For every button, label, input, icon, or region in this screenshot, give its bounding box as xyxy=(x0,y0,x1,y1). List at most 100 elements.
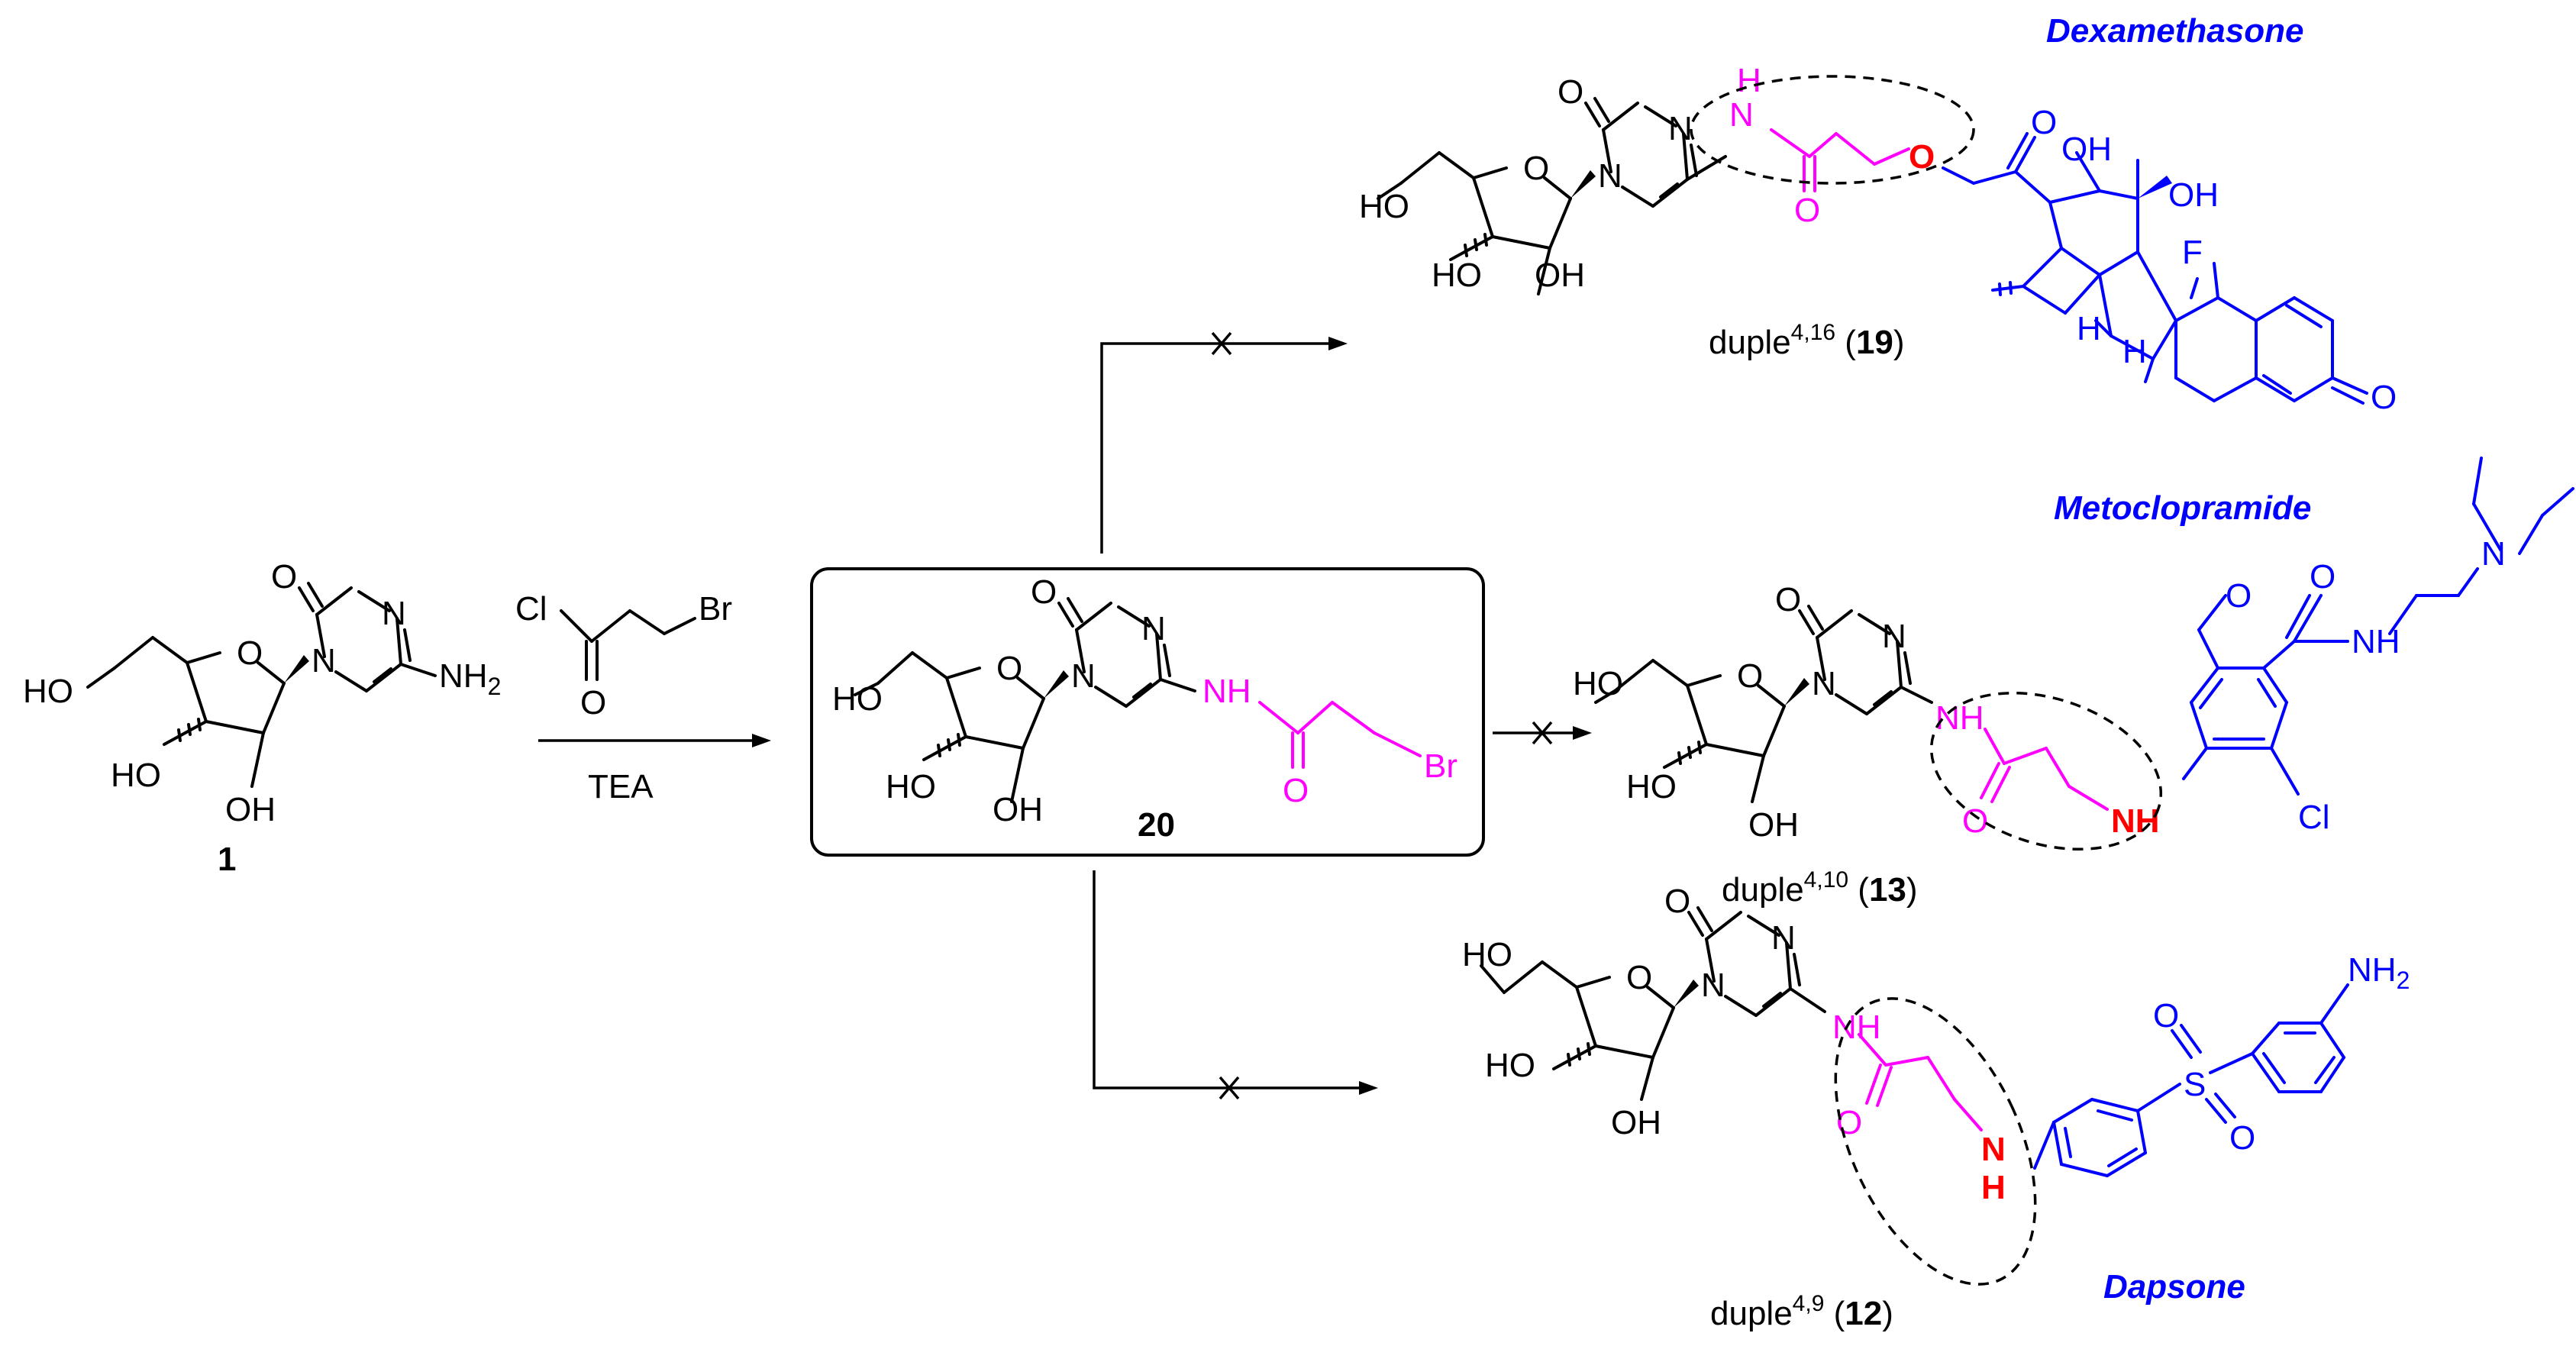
caption-superscript: 4,9 xyxy=(1793,1291,1825,1316)
failed-mark-middle-2 xyxy=(1532,721,1553,745)
caption-open-paren: ( xyxy=(1824,1295,1845,1332)
n1-nitrogen: N xyxy=(312,642,336,679)
duple-13-linker xyxy=(1980,728,2109,811)
compound-20-structure xyxy=(854,597,1196,803)
hydroxyl-2prime: OH xyxy=(1748,806,1799,844)
hydroxyl-5prime: HO xyxy=(23,673,73,710)
caption-superscript: 4,16 xyxy=(1791,320,1835,345)
hydroxyl-3prime: HO xyxy=(1626,768,1677,805)
caption-close-paren: ) xyxy=(1893,324,1905,361)
compound-20-label: 20 xyxy=(1138,806,1175,844)
hydroxyl-3prime: HO xyxy=(111,757,161,794)
caption-prefix: duple xyxy=(1722,871,1804,909)
amine-n-linkage: N xyxy=(1981,1131,2006,1168)
amide-oxygen: O xyxy=(1283,772,1309,809)
hydroxyl-11: OH xyxy=(2168,176,2219,214)
acid-chloride-structure xyxy=(560,609,696,681)
benzamide-oxygen: O xyxy=(2310,558,2336,596)
drug-name-metoclopramide: Metoclopramide xyxy=(2054,489,2311,527)
n3-nitrogen: N xyxy=(1771,919,1796,957)
hydroxyl-3prime: HO xyxy=(1485,1047,1535,1084)
amino-subscript: 2 xyxy=(488,673,502,700)
hydroxyl-5prime: HO xyxy=(1359,188,1409,225)
carbonyl-oxygen: O xyxy=(1664,883,1690,920)
linker-bromine: Br xyxy=(1424,747,1457,785)
caption-open-paren: ( xyxy=(1848,871,1869,909)
intermediate-box xyxy=(810,567,1485,857)
amino-nh: NH xyxy=(439,657,488,695)
sulfone-oxygen-upper: O xyxy=(2153,997,2179,1035)
caption-prefix: duple xyxy=(1709,324,1791,361)
hydroxyl-3prime: HO xyxy=(1432,257,1482,294)
ring-oxygen: O xyxy=(1626,959,1652,996)
base-label: TEA xyxy=(588,768,654,805)
carbonyl-oxygen: O xyxy=(1775,581,1801,618)
branch-arrow-bottom-head xyxy=(1359,1081,1378,1095)
duple-13-caption: duple4,10 (13) xyxy=(1722,867,1918,909)
branch-arrow-top xyxy=(1100,342,1328,554)
aniline-amino: NH2 xyxy=(2348,951,2410,994)
caption-number: 12 xyxy=(1845,1295,1882,1332)
failed-mark-bottom-2 xyxy=(1219,1076,1240,1100)
caption-open-paren: ( xyxy=(1835,324,1856,361)
carbonyl-oxygen: O xyxy=(1031,573,1057,611)
hydrogen-8: H xyxy=(2122,333,2147,370)
hydroxyl-2prime: OH xyxy=(225,791,276,828)
n1-nitrogen: N xyxy=(1598,157,1622,195)
amide-nh: NH xyxy=(1935,699,1984,737)
amide-n: N xyxy=(1729,96,1754,134)
branch-arrow-bottom xyxy=(1093,870,1359,1089)
n3-nitrogen: N xyxy=(1668,110,1693,147)
sulfone-sulfur: S xyxy=(2184,1066,2206,1103)
hydroxyl-5prime: HO xyxy=(1462,936,1512,973)
caption-close-paren: ) xyxy=(1906,871,1918,909)
duple-19-steroid xyxy=(1942,132,2368,405)
duple-12-linker xyxy=(1858,1033,1983,1131)
duple-12-dapsone xyxy=(2033,983,2349,1177)
aryl-chlorine: Cl xyxy=(2298,799,2330,836)
branch-arrow-middle-head xyxy=(1573,726,1592,740)
benzamide-nh: NH xyxy=(2352,623,2400,660)
failed-mark-top-2 xyxy=(1211,331,1232,356)
duple-19-linker xyxy=(1770,128,1910,192)
caption-close-paren: ) xyxy=(1882,1295,1893,1332)
amino-group: NH2 xyxy=(439,657,501,700)
tertiary-amine-n: N xyxy=(2481,535,2506,573)
compound-1-label: 1 xyxy=(218,841,236,878)
linkage-highlight-12 xyxy=(1834,997,2037,1286)
methoxy-oxygen: O xyxy=(2226,577,2252,615)
amide-oxygen: O xyxy=(1962,802,1988,840)
drug-name-dexamethasone: Dexamethasone xyxy=(2046,12,2303,50)
n3-nitrogen: N xyxy=(1882,618,1906,655)
hydroxyl-2prime: OH xyxy=(1611,1104,1661,1141)
hydroxyl-2prime: OH xyxy=(993,791,1043,828)
aniline-subscript: 2 xyxy=(2397,967,2410,994)
n3-nitrogen: N xyxy=(1141,610,1166,647)
duple-13-metoclopramide xyxy=(2182,457,2574,796)
reaction-arrow-step1-head xyxy=(752,734,771,747)
hydroxyl-5prime: HO xyxy=(1573,665,1623,702)
fluorine: F xyxy=(2182,234,2203,271)
hydroxyl-3prime: HO xyxy=(886,768,936,805)
ketone-oxygen: O xyxy=(2031,104,2057,141)
drug-name-dapsone: Dapsone xyxy=(2103,1268,2245,1306)
duple-12-cytarabine xyxy=(1480,906,1826,1101)
caption-number: 19 xyxy=(1856,324,1893,361)
duple-13-cytarabine xyxy=(1594,605,1933,803)
amide-nh: NH xyxy=(1202,673,1251,710)
branch-arrow-top-head xyxy=(1328,337,1348,350)
duple-19-caption: duple4,16 (19) xyxy=(1709,320,1905,361)
compound-20-linker xyxy=(1258,701,1422,769)
ring-oxygen: O xyxy=(1737,657,1763,695)
amide-oxygen: O xyxy=(1794,192,1820,229)
amine-h-linkage: H xyxy=(1981,1169,2006,1206)
n1-nitrogen: N xyxy=(1701,967,1725,1004)
ring-oxygen: O xyxy=(996,650,1022,687)
amide-oxygen: O xyxy=(1836,1104,1862,1141)
sulfone-oxygen-lower: O xyxy=(2229,1119,2255,1157)
aniline-nh: NH xyxy=(2348,951,2397,989)
compound-1-structure xyxy=(86,582,437,788)
ring-oxygen: O xyxy=(237,634,263,672)
reagent-chlorine: Cl xyxy=(515,590,547,628)
